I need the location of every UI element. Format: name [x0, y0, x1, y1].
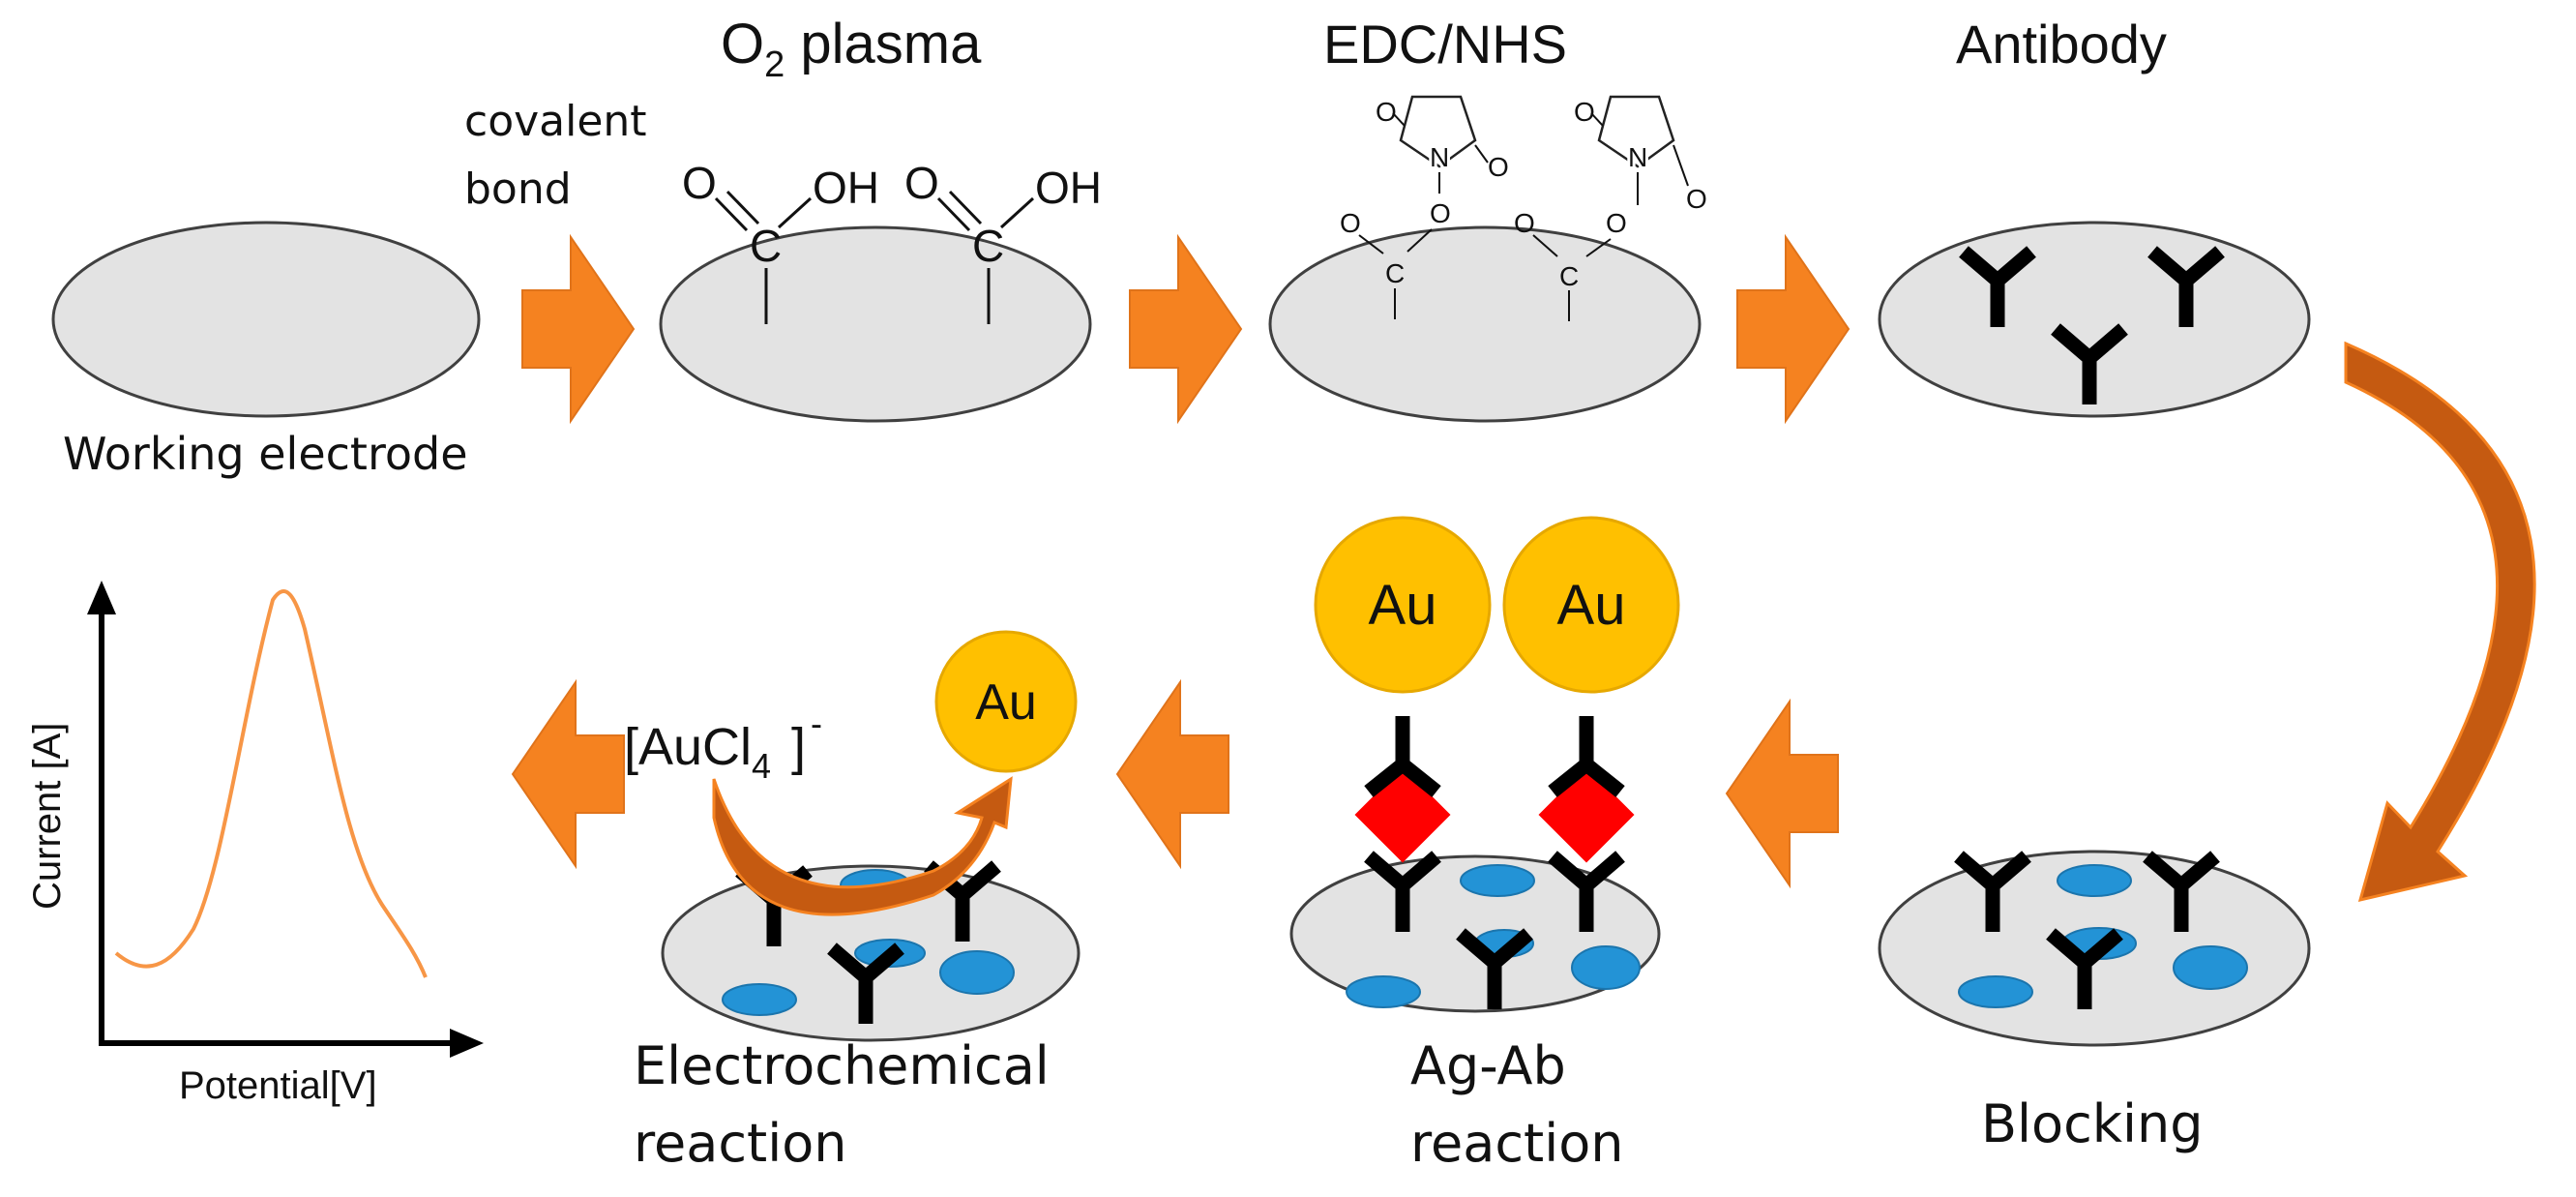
svg-text:O: O [1430, 198, 1451, 228]
gold-nanoparticle-label: Au [1557, 574, 1626, 637]
electrode-o2-plasma [659, 225, 1092, 423]
blocker-icon [1571, 945, 1641, 990]
process-arrow-6 [512, 681, 625, 867]
reduction-arrow [712, 776, 1013, 916]
electrochemical-title-line1: Electrochemical [634, 1035, 1050, 1096]
svg-text:N: N [1430, 142, 1449, 172]
svg-text:O: O [1574, 97, 1595, 127]
covalent-bond-label-line1: covalent [464, 97, 647, 146]
working-electrode-label: Working electrode [63, 428, 468, 480]
covalent-bond-label-line2: bond [464, 165, 572, 214]
blocker-icon [1346, 975, 1421, 1008]
blocker-icon [722, 983, 797, 1016]
antibody-title: Antibody [1956, 14, 2167, 75]
process-arrow-2 [1129, 236, 1242, 422]
gold-nanoparticle [1314, 516, 1492, 694]
electrode-edc-nhs [1268, 225, 1702, 423]
svg-text:N: N [1628, 142, 1647, 172]
nhs-ester-icon: O O N N O O C [1514, 95, 1707, 321]
voltammogram-plot: Potential[V] Current [A] [26, 581, 484, 1107]
carboxyl-group-icon: O OH C [682, 158, 879, 324]
edc-nhs-title: EDC/NHS [1323, 14, 1567, 75]
edc-nhs-step: EDC/NHS O O N N O O C O O N N [1268, 14, 1707, 423]
svg-text:O: O [1514, 208, 1535, 238]
aucl4-label: [AuCl4] [624, 718, 771, 786]
ag-ab-step: Au Au Ag-Ab reaction [1289, 516, 1680, 1174]
ag-ab-title-line1: Ag-Ab [1410, 1035, 1566, 1096]
carboxyl-group-icon: O OH C [904, 158, 1102, 324]
svg-text:OH: OH [813, 163, 879, 213]
svg-text:N: N [1430, 142, 1449, 172]
svg-text:O: O [1376, 97, 1397, 127]
process-arrow-5 [1116, 681, 1229, 867]
electrochemical-step: Au [AuCl4] ] - Electrochemical reaction [624, 630, 1081, 1174]
blocker-icon [1460, 864, 1535, 897]
antigen-icon [1538, 766, 1635, 863]
y-axis-arrowhead [87, 581, 116, 614]
svg-text:C: C [750, 221, 782, 271]
svg-text:C: C [972, 221, 1004, 271]
ag-ab-title-line2: reaction [1410, 1113, 1623, 1174]
voltammogram-curve [114, 589, 428, 978]
electrode-ag-ab [1289, 854, 1661, 1013]
process-arrow-1 [521, 236, 635, 422]
gold-nanoparticle [934, 630, 1078, 773]
working-electrode [51, 221, 481, 418]
blocker-icon [1958, 975, 2033, 1008]
svg-text:N: N [1628, 142, 1647, 172]
o2-plasma-step: O2 plasma O OH C O OH C [659, 13, 1102, 423]
svg-text:O: O [1686, 184, 1707, 214]
svg-text:O: O [904, 158, 939, 208]
process-arrow-3 [1736, 236, 1850, 422]
gold-nanoparticle-label: Au [975, 674, 1037, 731]
o2-plasma-title: O2 plasma [721, 13, 982, 85]
nhs-ester-icon: O O N N O O C [1340, 95, 1509, 319]
svg-text:O: O [1606, 208, 1627, 238]
blocking-title: Blocking [1981, 1093, 2204, 1154]
gold-nanoparticle [1502, 516, 1680, 694]
aucl4-bracket: ] [791, 718, 806, 776]
blocker-icon [2173, 945, 2248, 990]
electrochemical-title-line2: reaction [634, 1113, 846, 1174]
curved-arrow-antibody-to-blocking [2344, 341, 2536, 903]
antigen-icon [1354, 766, 1451, 863]
antibody-step: Antibody [1878, 14, 2311, 418]
svg-text:O: O [682, 158, 717, 208]
process-arrow-4 [1726, 701, 1839, 886]
blocker-icon [2057, 864, 2132, 897]
svg-text:OH: OH [1035, 163, 1102, 213]
blocker-icon [939, 950, 1015, 995]
svg-text:O: O [1488, 152, 1509, 182]
working-electrode-step: Working electrode [51, 221, 481, 480]
svg-text:C: C [1559, 261, 1579, 291]
x-axis-label: Potential[V] [179, 1064, 377, 1107]
svg-text:C: C [1385, 258, 1405, 288]
aucl4-charge: - [811, 703, 822, 743]
blocking-step: Blocking [1878, 852, 2311, 1154]
gold-nanoparticle-label: Au [1369, 574, 1437, 637]
x-axis-arrowhead [450, 1029, 484, 1058]
y-axis-label: Current [A] [26, 723, 69, 910]
svg-text:O: O [1340, 208, 1361, 238]
